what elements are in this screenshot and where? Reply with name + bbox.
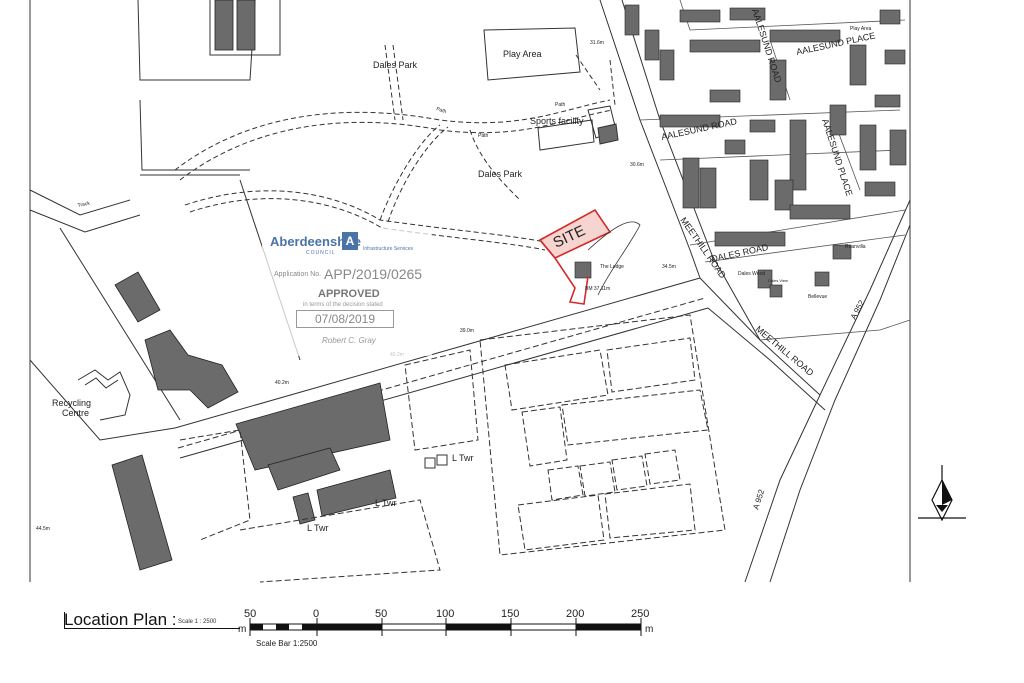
label-path: Path bbox=[478, 133, 489, 139]
scale-tick-label: 200 bbox=[566, 608, 584, 620]
label-l-twr: L Twr bbox=[307, 523, 329, 533]
play-area-outline bbox=[483, 27, 581, 81]
scale-tick-label: 100 bbox=[436, 608, 454, 620]
label-elevation: 31.6m bbox=[590, 40, 604, 46]
title-underline bbox=[64, 628, 240, 629]
label-sports-facility: Sports facility bbox=[530, 116, 584, 126]
scale-unit-right: m bbox=[645, 624, 653, 635]
label-dales-park-top: Dales Park bbox=[373, 60, 418, 70]
label-elevation: 44.5m bbox=[36, 526, 50, 532]
scale-unit-left: m bbox=[238, 624, 246, 635]
label-roanvilla: Roanvilla bbox=[845, 244, 866, 250]
council-logo-icon: A bbox=[342, 232, 358, 250]
stamp-application-number: APP/2019/0265 bbox=[324, 266, 423, 282]
label-l-twr: L Twr bbox=[375, 498, 397, 508]
north-arrow-icon bbox=[918, 465, 966, 522]
stamp-approved: APPROVED bbox=[318, 288, 380, 300]
stamp-dept: Infrastructure Services bbox=[363, 246, 414, 252]
label-bellevue: Bellevue bbox=[808, 294, 827, 300]
house-blocks bbox=[574, 4, 907, 298]
stamp-terms: in terms of the decision stated bbox=[303, 302, 383, 308]
stamp-date: 07/08/2019 bbox=[296, 310, 394, 328]
location-plan-title: Location Plan : bbox=[64, 610, 177, 629]
map-frame bbox=[29, 0, 911, 582]
label-the-lodge: The Lodge bbox=[600, 264, 624, 270]
stamp-org: Aberdeenshire bbox=[270, 234, 362, 249]
label-dales-wood: Dales Wood bbox=[738, 271, 765, 277]
a952-road bbox=[744, 199, 911, 583]
label-meethill-road: MEETHILL ROAD bbox=[754, 324, 816, 378]
l-twr-squares bbox=[424, 454, 448, 469]
title-tick bbox=[64, 612, 65, 629]
label-elevation: 34.5m bbox=[662, 264, 676, 270]
label-path: Path bbox=[555, 102, 566, 108]
scale-tick-label: 0 bbox=[313, 608, 319, 620]
map-labels: Dales Park Play Area Sports facility Dal… bbox=[36, 8, 876, 533]
label-elevation: 40.2m bbox=[275, 380, 289, 386]
left-buildings bbox=[111, 0, 397, 571]
approval-stamp: Aberdeenshire A COUNCIL Infrastructure S… bbox=[262, 228, 432, 356]
park-paths bbox=[174, 44, 616, 251]
stamp-application-label: Application No. bbox=[274, 271, 322, 278]
scale-tick-label: 50 bbox=[244, 608, 256, 620]
label-meethill-road: MEETHILL ROAD bbox=[678, 215, 728, 280]
car-park-plots bbox=[179, 314, 726, 583]
label-l-twr: L Twr bbox=[452, 453, 474, 463]
stamp-council: COUNCIL bbox=[306, 250, 336, 256]
label-track: Track bbox=[77, 200, 91, 209]
scale-tick-label: 150 bbox=[501, 608, 519, 620]
label-dales-park-mid: Dales Park bbox=[478, 169, 523, 179]
label-bm: BM 37.11m bbox=[585, 286, 610, 292]
label-dales-view: Dales View bbox=[768, 278, 788, 283]
label-elevation: 30.6m bbox=[630, 162, 644, 168]
label-play-area-small: Play Area bbox=[850, 26, 872, 32]
label-elevation: 39.0m bbox=[460, 328, 474, 334]
label-path: Path bbox=[435, 106, 447, 115]
scale-tick-label: 250 bbox=[631, 608, 649, 620]
lodge-outline bbox=[587, 221, 641, 296]
sports-facility bbox=[537, 105, 619, 151]
scale-bar-label: Scale Bar 1:2500 bbox=[256, 639, 318, 648]
label-recycling: Recycling bbox=[52, 398, 91, 408]
label-play-area: Play Area bbox=[503, 49, 542, 59]
recycling-centre bbox=[77, 369, 131, 421]
label-centre: Centre bbox=[62, 408, 89, 418]
scale-bar: 50 0 50 100 150 200 250 m m Scale Bar 1:… bbox=[238, 608, 653, 648]
location-plan-scale: Scale 1 : 2500 bbox=[178, 619, 217, 625]
stamp-signature: Robert C. Gray bbox=[322, 336, 376, 345]
scale-tick-label: 50 bbox=[375, 608, 387, 620]
label-a952: A 952 bbox=[751, 488, 766, 511]
